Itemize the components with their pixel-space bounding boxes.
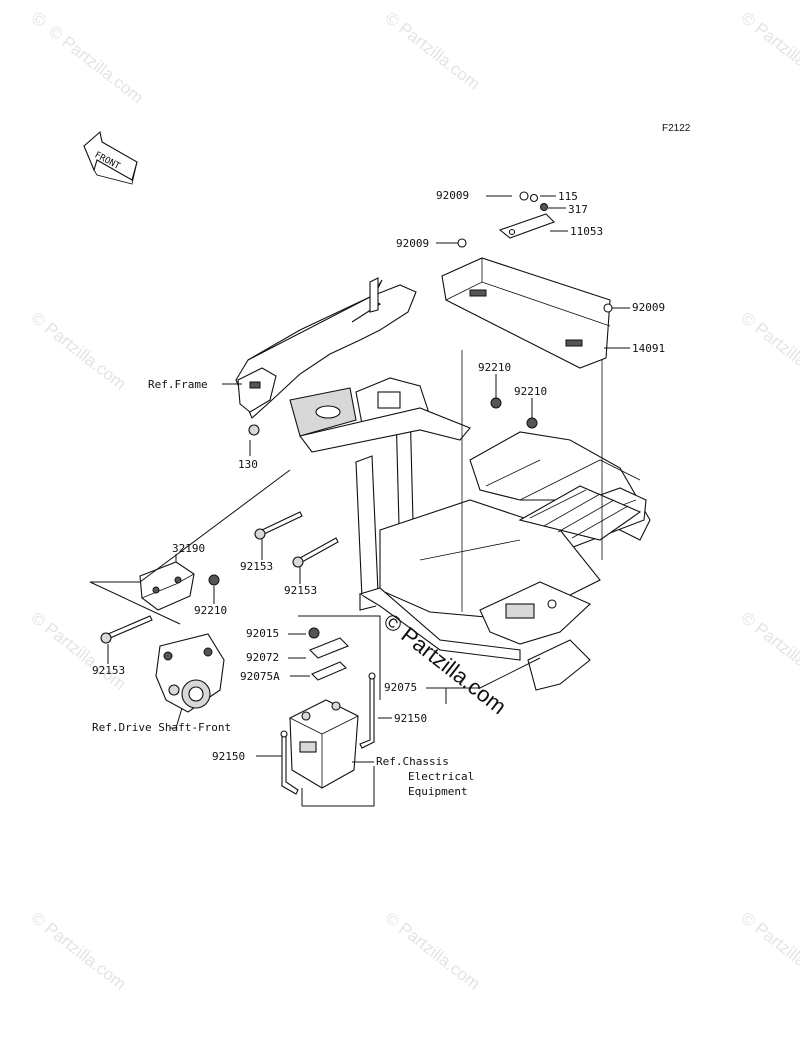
svg-text:©: ©	[28, 7, 51, 31]
ref-chassis-electrical: Electrical	[408, 770, 474, 783]
seat-cover-14091	[441, 257, 611, 369]
mount-bracket-32190	[139, 561, 220, 611]
watermark: © Partzilla.com	[28, 608, 130, 694]
callout-92009-top: 92009	[436, 189, 469, 202]
watermark: © Partzilla.com	[28, 308, 130, 394]
ref-drive-shaft-front: Ref.Drive Shaft-Front	[92, 721, 231, 734]
callout-92150-a: 92150	[394, 712, 427, 725]
callout-92015: 92015	[246, 627, 279, 640]
callout-92210-b: 92210	[514, 385, 547, 398]
callout-115: 115	[558, 190, 578, 203]
callout-92210-a: 92210	[478, 361, 511, 374]
callout-92072: 92072	[246, 651, 279, 664]
watermark: © Partzilla.com	[382, 908, 484, 994]
figure-code: F2122	[662, 123, 691, 134]
callout-92009-right: 92009	[632, 301, 665, 314]
watermark: © Partzilla.com	[738, 308, 800, 394]
callout-92075a: 92075A	[240, 670, 280, 683]
battery-rods-92150	[280, 672, 376, 795]
ref-chassis: Ref.Chassis	[376, 755, 449, 768]
watermark: © Partzilla.com	[382, 8, 484, 94]
callout-317: 317	[568, 203, 588, 216]
battery-hardware	[308, 627, 349, 681]
callout-32190: 32190	[172, 542, 205, 555]
callout-92009-mid: 92009	[396, 237, 429, 250]
watermark: © Partzilla.com	[738, 608, 800, 694]
callout-92210-c: 92210	[194, 604, 227, 617]
leader-lines	[89, 195, 630, 807]
callout-14091: 14091	[632, 342, 665, 355]
part-callouts: 92009 115 317 92009 11053 92009 14091 92…	[92, 189, 665, 763]
bracket-11053	[498, 213, 555, 239]
callout-92075: 92075	[384, 681, 417, 694]
fasteners-top	[248, 191, 613, 436]
battery	[289, 699, 359, 789]
vehicle-frame	[235, 277, 651, 691]
callout-92153-a: 92153	[240, 560, 273, 573]
callout-92150-b: 92150	[212, 750, 245, 763]
ref-frame: Ref.Frame	[148, 378, 208, 391]
watermark: © Partzilla.com	[45, 22, 147, 108]
bolts-92153	[100, 511, 339, 644]
watermark: © Partzilla.com	[28, 908, 130, 994]
callout-11053: 11053	[570, 225, 603, 238]
watermark: © Partzilla.com	[738, 908, 800, 994]
watermark-layer: ©© Partzilla.com © Partzilla.com © Partz…	[28, 7, 800, 993]
callout-92153-c: 92153	[92, 664, 125, 677]
reference-labels: Ref.Frame Ref.Drive Shaft-Front Ref.Chas…	[92, 378, 474, 798]
watermark: © Partzilla.com	[738, 8, 800, 94]
ref-chassis-equipment: Equipment	[408, 785, 468, 798]
front-direction-arrow: FRONT	[83, 130, 138, 185]
front-differential	[155, 633, 225, 713]
callout-92153-b: 92153	[284, 584, 317, 597]
callout-130: 130	[238, 458, 258, 471]
